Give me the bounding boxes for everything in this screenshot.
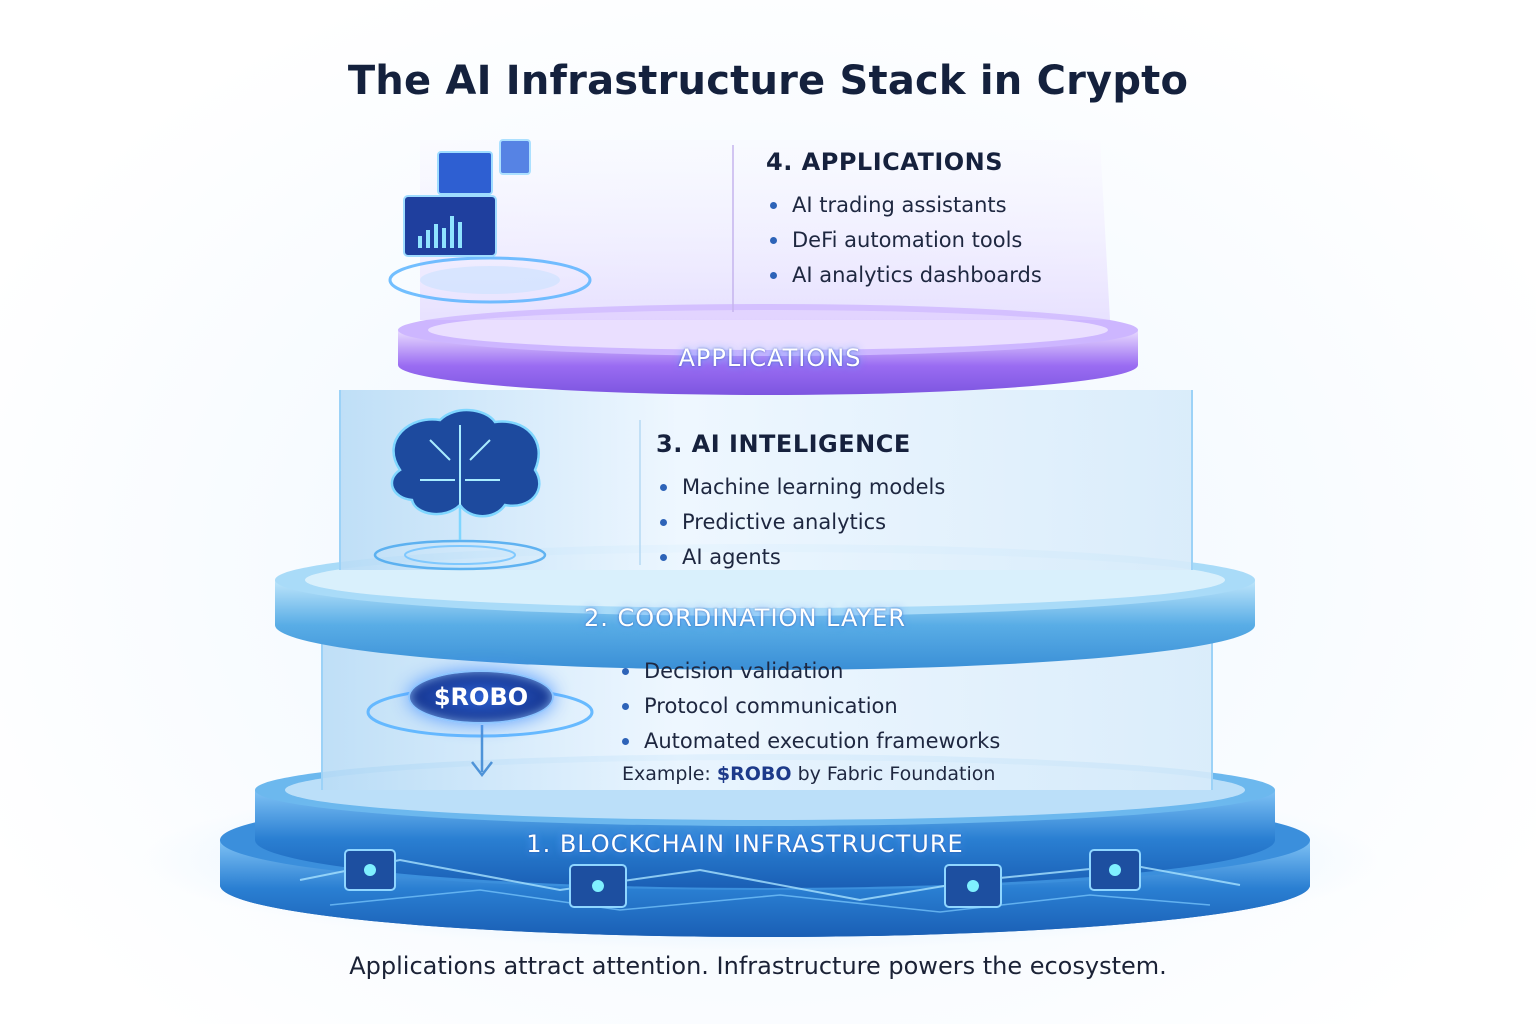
list-item: Protocol communication [618, 691, 1098, 726]
blockchain-cube-icon [344, 849, 396, 891]
intelligence-panel: 3. AI INTELIGENCE Machine learning model… [656, 430, 1076, 577]
applications-list: AI trading assistants DeFi automation to… [766, 190, 1146, 295]
list-item: DeFi automation tools [766, 225, 1146, 260]
page-title: The AI Infrastructure Stack in Crypto [347, 58, 1189, 104]
robo-badge: $ROBO [408, 670, 554, 724]
blockchain-cube-icon [569, 864, 627, 908]
dashboard-screens-icon [403, 139, 531, 257]
intelligence-list: Machine learning models Predictive analy… [656, 472, 1076, 577]
list-item: AI agents [656, 542, 1076, 577]
coordination-list: Decision validation Protocol communicati… [618, 656, 1098, 761]
list-item: Machine learning models [656, 472, 1076, 507]
blockchain-band-label: 1. BLOCKCHAIN INFRASTRUCTURE [526, 830, 964, 858]
list-item: Automated execution frameworks [618, 726, 1098, 761]
list-item: Predictive analytics [656, 507, 1076, 542]
list-item: Decision validation [618, 656, 1098, 691]
coordination-panel: Decision validation Protocol communicati… [618, 656, 1098, 785]
coordination-example: Example: $ROBO by Fabric Foundation [618, 763, 1098, 785]
list-item: AI trading assistants [766, 190, 1146, 225]
example-suffix: by Fabric Foundation [797, 763, 996, 785]
example-token: $ROBO [716, 763, 792, 785]
circuit-brain-icon [373, 408, 547, 571]
applications-band-label: APPLICATIONS [678, 344, 862, 372]
blockchain-cube-icon [1089, 849, 1141, 891]
example-prefix: Example: [622, 763, 711, 785]
blockchain-cube-icon [944, 864, 1002, 908]
applications-scene [388, 140, 1110, 320]
applications-heading: 4. APPLICATIONS [766, 148, 1004, 176]
coordination-band-label: 2. COORDINATION LAYER [584, 604, 906, 632]
applications-panel: 4. APPLICATIONS AI trading assistants De… [766, 148, 1146, 295]
intelligence-heading: 3. AI INTELIGENCE [656, 430, 911, 458]
down-arrow-icon [471, 725, 493, 778]
footer-caption: Applications attract attention. Infrastr… [349, 952, 1167, 980]
list-item: AI analytics dashboards [766, 260, 1146, 295]
